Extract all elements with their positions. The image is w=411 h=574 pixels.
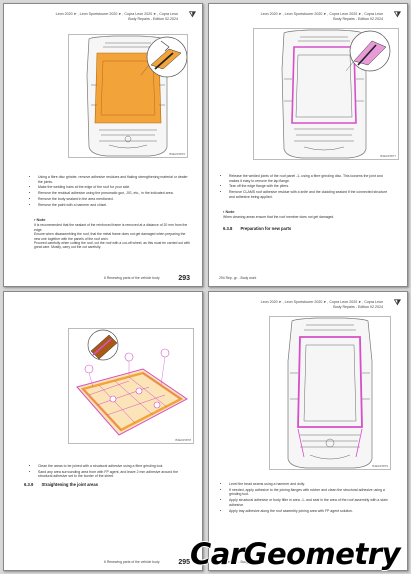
- instruction-item: Remove the residual adhesive using the p…: [38, 191, 192, 196]
- figure-id: B3E015878: [175, 438, 191, 442]
- instruction-list: Level the bead seams using a hammer and …: [223, 482, 391, 514]
- car-body-drawing: [86, 35, 188, 157]
- page-header: Leon 2020 ➤ , Leon Sportstourer 2020 ➤ ,…: [260, 300, 383, 309]
- instruction-item: Apply tray adhesive along the roof assem…: [229, 509, 391, 514]
- page-footer: 6 Renewing parts of the vehicle body: [104, 276, 160, 280]
- section-heading: 6.3.9 Straightening the joint areas: [24, 482, 105, 487]
- note-item: Proceed carefully when cutting the roof,…: [34, 241, 190, 250]
- car-body-drawing: [281, 29, 391, 159]
- note-title: ▪ Note: [34, 217, 46, 222]
- figure-id: B3E015877: [380, 154, 396, 158]
- seat-logo-icon: ⧩: [393, 10, 401, 19]
- instruction-item: Make the welding hairs at the edge of th…: [38, 185, 192, 190]
- section-title: Preparation for new parts: [240, 226, 292, 231]
- page-header: Leon 2020 ➤ , Leon Sportstourer 2020 ➤ ,…: [55, 12, 178, 21]
- seat-logo-icon: ⧩: [393, 298, 401, 307]
- instruction-item: Sand any area surrounding area from with…: [38, 470, 192, 479]
- info-icon: ▪: [223, 209, 225, 214]
- note-item: When cleaning areas ensure that the roof…: [223, 215, 335, 220]
- car-body-figure: B3E015879: [269, 316, 391, 470]
- section-title: Straightening the joint areas: [41, 482, 99, 487]
- roof-panel-drawing: [76, 329, 188, 436]
- instruction-item: Level the bead seams using a hammer and …: [229, 482, 391, 487]
- instruction-list: Using a fibre disc grinder, remove adhes…: [32, 175, 192, 209]
- car-roof-figure: B3E015876: [68, 34, 188, 158]
- note-box: ▪ Note When cleaning areas ensure that t…: [223, 209, 393, 220]
- roof-panel-figure: B3E015878: [68, 328, 194, 444]
- instruction-list: Clean the areas to be joined with a stru…: [32, 464, 192, 480]
- note-box: ▪ Note It is recommended that the sealan…: [34, 217, 190, 250]
- page-footer: 294 Rep. gr. - Body work: [219, 276, 257, 280]
- car-body-drawing: [287, 317, 373, 469]
- watermark-logo: CarGeometry: [190, 537, 401, 571]
- info-icon: ▪: [34, 217, 36, 222]
- car-body-figure: B3E015877: [253, 28, 399, 160]
- instruction-item: Remove CLAMS roof adhesive residue with …: [229, 190, 391, 199]
- instruction-item: Remove the paint with a hammer and chise…: [38, 203, 192, 208]
- figure-id: B3E015876: [169, 152, 185, 156]
- note-item: It is recommended that the sealant of th…: [34, 223, 188, 232]
- page-footer: 6 Renewing parts of the vehicle body: [104, 560, 160, 564]
- page-footer: 296 Rep. gr. - Body work: [219, 560, 257, 564]
- section-heading: 6.3.8 Preparation for new parts: [223, 226, 298, 231]
- section-number: 6.3.8: [223, 226, 233, 231]
- instruction-item: Apply structural adhesive or body filler…: [229, 498, 391, 507]
- seat-logo-icon: ⧩: [188, 10, 196, 19]
- page-293: Leon 2020 ➤ , Leon Sportstourer 2020 ➤ ,…: [3, 3, 203, 287]
- instruction-item: Using a fibre disc grinder, remove adhes…: [38, 175, 192, 184]
- page-number: 295: [178, 559, 190, 566]
- instruction-item: Remove the body sealant in the area ment…: [38, 197, 192, 202]
- page-number: 293: [178, 275, 190, 282]
- note-title: ▪ Note: [223, 209, 235, 214]
- instruction-list: Release the welded joints of the roof pa…: [223, 174, 391, 201]
- note-item: Ensure when disassembling the roof, that…: [34, 232, 186, 241]
- page-295: B3E015878 Clean the areas to be joined w…: [3, 291, 203, 571]
- section-number: 6.3.9: [24, 482, 34, 487]
- instruction-item: Release the welded joints of the roof pa…: [229, 174, 391, 183]
- page-296: Leon 2020 ➤ , Leon Sportstourer 2020 ➤ ,…: [208, 291, 408, 571]
- instruction-item: Clean the areas to be joined with a stru…: [38, 464, 192, 469]
- instruction-item: Tear off the edge flange with the pliers…: [229, 184, 391, 189]
- page-header: Leon 2020 ➤ , Leon Sportstourer 2020 ➤ ,…: [260, 12, 383, 21]
- page-294: Leon 2020 ➤ , Leon Sportstourer 2020 ➤ ,…: [208, 3, 408, 287]
- figure-id: B3E015879: [372, 464, 388, 468]
- instruction-item: If needed, apply adhesive to the joining…: [229, 488, 391, 497]
